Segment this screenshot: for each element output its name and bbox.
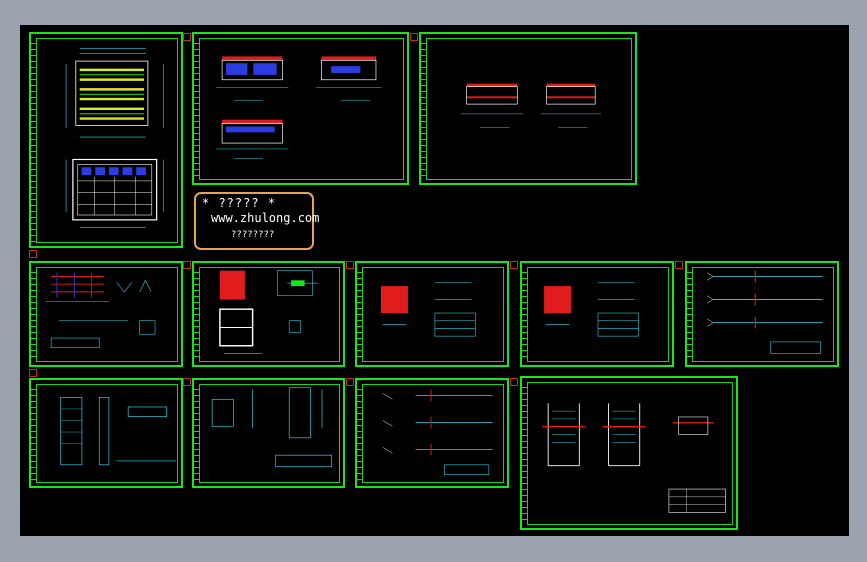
- drawing-sheet-ladder[interactable]: [520, 376, 738, 530]
- drawing-sheet-columns[interactable]: [29, 378, 183, 488]
- drawing-sheet-elevations[interactable]: [192, 32, 409, 185]
- sheet-corner-mark: [183, 378, 191, 386]
- detail-drawing-icon: [60, 397, 177, 466]
- drawing-sheet-slab-2[interactable]: [520, 261, 674, 367]
- drawing-sheet-rebar[interactable]: [29, 261, 183, 367]
- sheet-frame: [527, 267, 669, 362]
- sheet-corner-mark: [510, 261, 518, 269]
- watermark-line-3: ????????: [231, 230, 275, 240]
- drawing-sheet-sections[interactable]: [419, 32, 637, 185]
- sheet-frame: [362, 267, 504, 362]
- detail-drawing-icon: [542, 403, 726, 513]
- watermark-line-1: * ????? *: [202, 196, 277, 210]
- sheet-corner-mark: [410, 33, 418, 41]
- detail-drawing-icon: [45, 272, 156, 348]
- sheet-frame: [362, 384, 504, 483]
- drawing-sheet-beams-2[interactable]: [355, 378, 509, 488]
- drawing-sheet-pipes[interactable]: [192, 378, 345, 488]
- elevation-drawing-icon: [216, 56, 382, 159]
- sheet-frame: [199, 384, 340, 483]
- detail-drawing-icon: [707, 270, 823, 354]
- sheet-frame: [199, 38, 404, 180]
- sheet-corner-mark: [183, 33, 191, 41]
- detail-drawing-icon: [219, 270, 319, 354]
- section-drawing-icon: [460, 83, 602, 128]
- sheet-frame: [199, 267, 340, 362]
- sheet-corner-mark: [29, 369, 37, 377]
- sheet-frame: [426, 38, 632, 180]
- drawing-sheet-plan[interactable]: [29, 32, 183, 248]
- cad-model-space[interactable]: * ????? * www.zhulong.com ????????: [20, 25, 849, 536]
- sheet-frame: [36, 384, 178, 483]
- watermark-url: www.zhulong.com: [211, 211, 320, 225]
- sheet-corner-mark: [183, 261, 191, 269]
- sheet-corner-mark: [675, 261, 683, 269]
- sheet-corner-mark: [510, 378, 518, 386]
- detail-drawing-icon: [381, 281, 476, 337]
- sheet-frame: [692, 267, 834, 362]
- sheet-frame: [36, 38, 178, 243]
- drawing-sheet-walls[interactable]: [192, 261, 345, 367]
- sheet-corner-mark: [346, 378, 354, 386]
- watermark-stamp: * ????? * www.zhulong.com ????????: [194, 192, 319, 250]
- detail-drawing-icon: [382, 389, 493, 475]
- sheet-corner-mark: [29, 250, 37, 258]
- drawing-sheet-slab-1[interactable]: [355, 261, 509, 367]
- drawing-sheet-beams[interactable]: [685, 261, 839, 367]
- detail-drawing-icon: [544, 281, 639, 337]
- sheet-corner-mark: [346, 261, 354, 269]
- sheet-frame: [527, 382, 733, 525]
- plan-drawing-icon: [65, 48, 164, 228]
- detail-drawing-icon: [211, 387, 332, 468]
- sheet-frame: [36, 267, 178, 362]
